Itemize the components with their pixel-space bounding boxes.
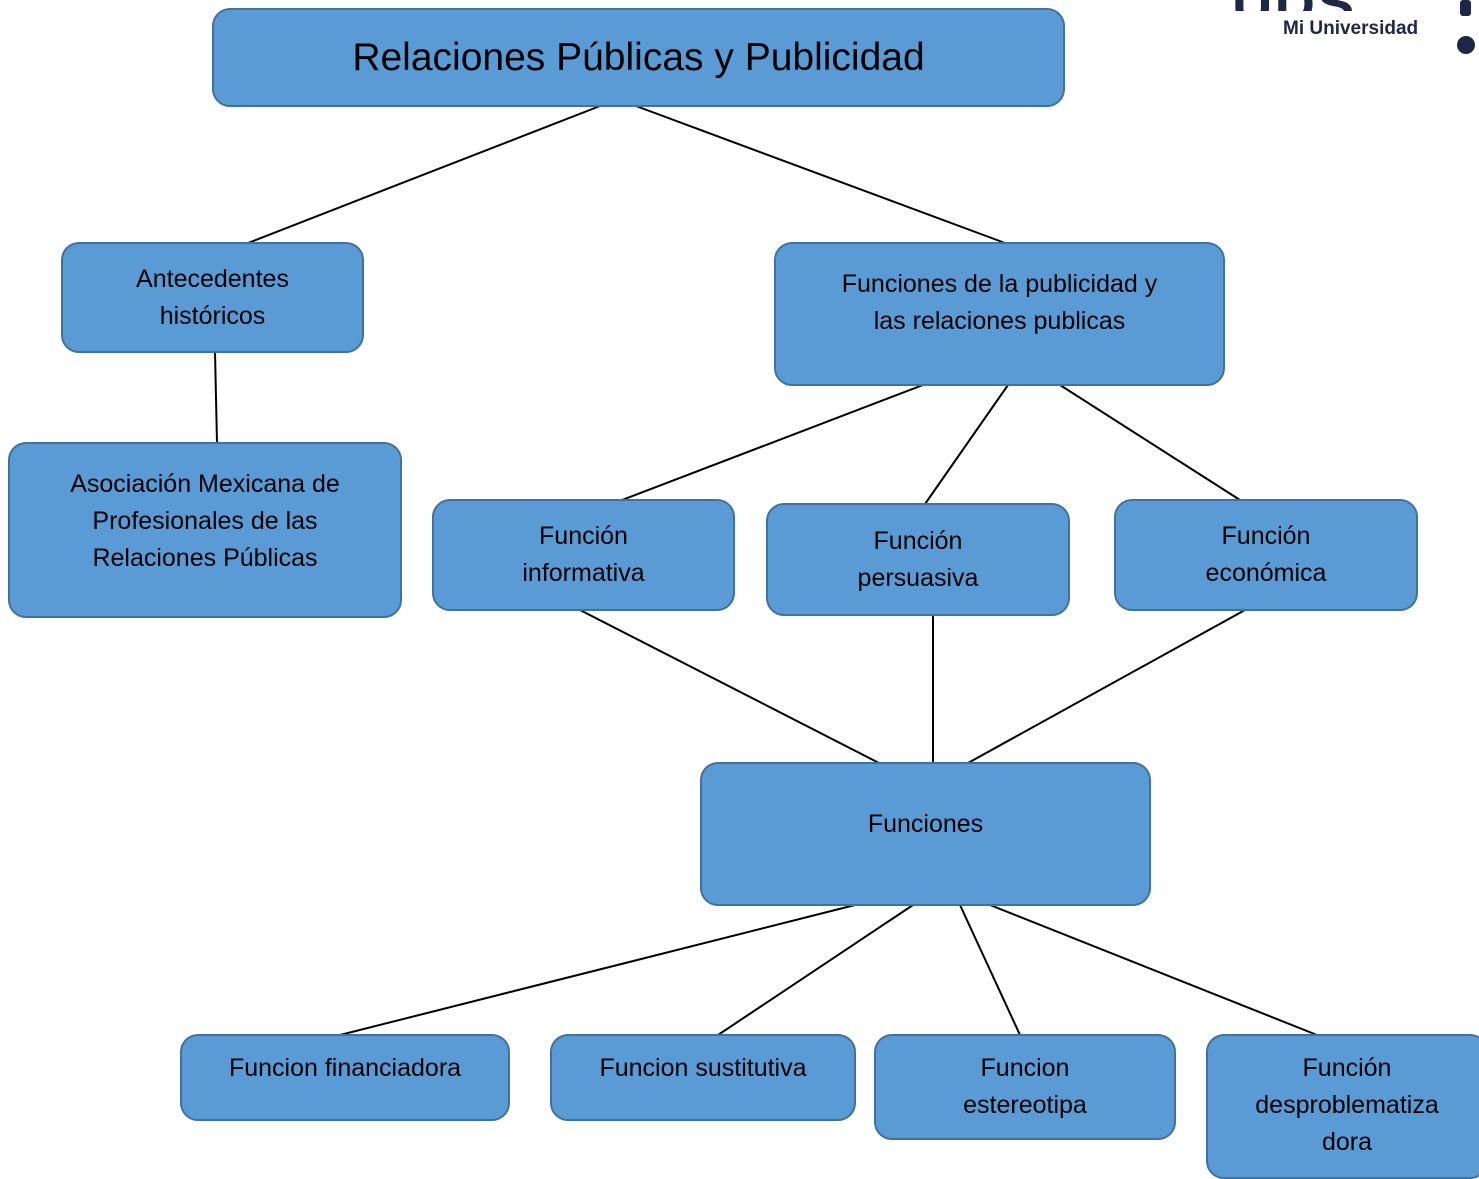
- node-sustitutiva-label: Funcion sustitutiva: [599, 1054, 807, 1082]
- node-persuasiva-label: Función persuasiva: [857, 526, 979, 592]
- node-sustitutiva: Funcion sustitutiva: [550, 1034, 856, 1121]
- connector-funciones-financiadora: [339, 904, 856, 1036]
- connector-funciones-estereotipa: [959, 904, 1021, 1036]
- connector-antecedentes-asociacion: [214, 351, 218, 444]
- node-desproblematizadora-label: Función desproblematiza dora: [1255, 1054, 1439, 1156]
- node-financiadora-label: Funcion financiadora: [228, 1054, 462, 1082]
- connector-economica-funciones: [967, 609, 1246, 764]
- node-funciones-publicidad: Funciones de la publicidad y las relacio…: [774, 242, 1225, 386]
- node-persuasiva: Función persuasiva: [766, 503, 1070, 616]
- node-financiadora: Funcion financiadora: [180, 1034, 510, 1121]
- connector-funciones-publicidad-informativa: [621, 384, 924, 501]
- connector-title-funciones-publicidad: [635, 105, 1006, 244]
- connector-funciones-sustitutiva: [717, 904, 914, 1036]
- node-funciones-publicidad-label: Funciones de la publicidad y las relacio…: [841, 270, 1158, 335]
- node-informativa-label: Función informativa: [522, 522, 645, 587]
- connector-informativa-funciones: [579, 609, 880, 764]
- title-node: Relaciones Públicas y Publicidad: [212, 8, 1065, 107]
- node-desproblematizadora: Función desproblematiza dora: [1206, 1034, 1479, 1179]
- node-economica: Función económica: [1114, 499, 1418, 611]
- connector-funciones-publicidad-persuasiva: [924, 384, 1009, 505]
- connector-funciones-publicidad-economica: [1059, 384, 1241, 501]
- university-logo: [1230, 0, 1479, 70]
- node-funciones-label: Funciones: [867, 810, 984, 838]
- node-antecedentes-label: Antecedentes históricos: [136, 264, 289, 330]
- node-economica-label: Función económica: [1205, 522, 1327, 587]
- connector-funciones-desproblematizadora: [989, 904, 1318, 1036]
- node-funciones: Funciones: [700, 762, 1151, 906]
- logo-letters: UDS: [1232, 0, 1356, 11]
- logo-text: Mi Universidad: [1283, 18, 1419, 39]
- node-antecedentes: Antecedentes históricos: [61, 242, 364, 353]
- node-asociacion: Asociación Mexicana de Profesionales de …: [8, 442, 402, 618]
- title-label: Relaciones Públicas y Publicidad: [352, 35, 925, 79]
- logo-dots-icon: [1457, 0, 1475, 54]
- node-estereotipa-label: Funcion estereotipa: [963, 1054, 1087, 1119]
- connector-title-antecedentes: [247, 105, 601, 244]
- node-asociacion-label: Asociación Mexicana de Profesionales de …: [70, 470, 340, 572]
- node-estereotipa: Funcion estereotipa: [874, 1034, 1176, 1140]
- node-informativa: Función informativa: [432, 499, 735, 611]
